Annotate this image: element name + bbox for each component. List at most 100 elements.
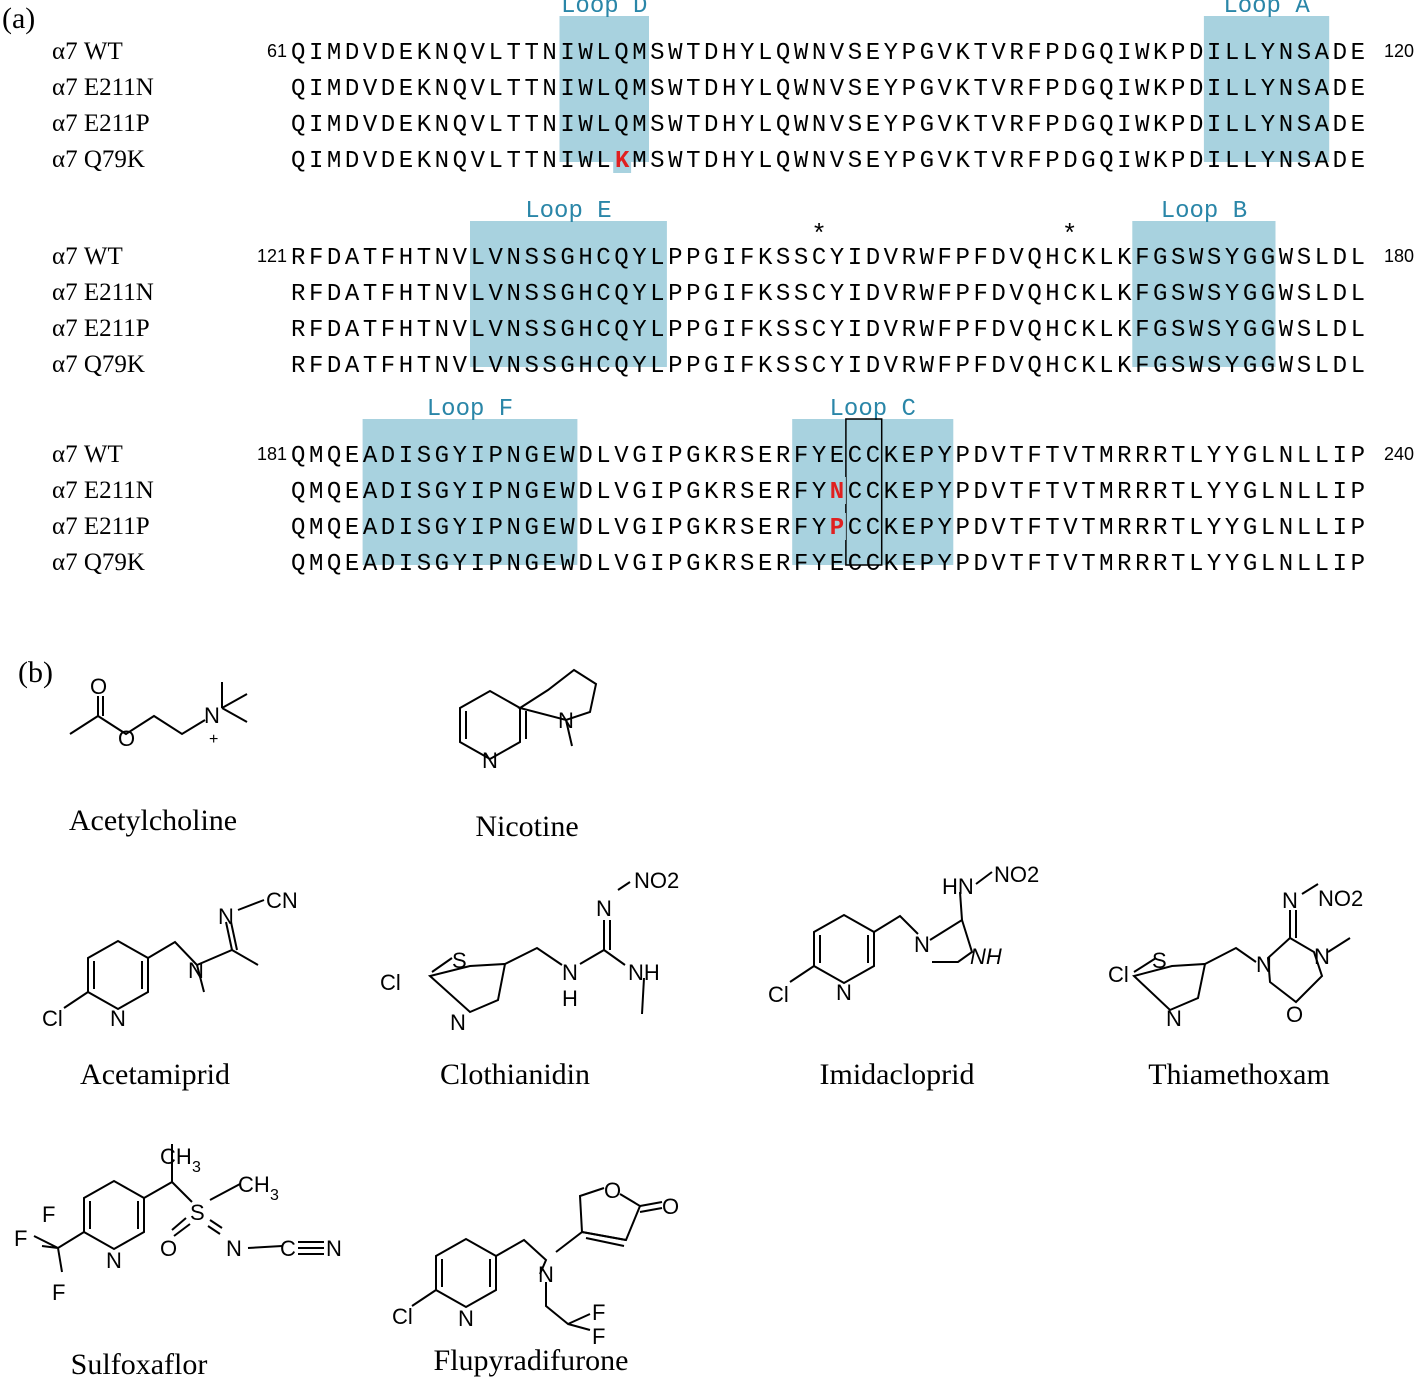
loop-label: Loop A [1223,0,1310,20]
molecule-name-nicotine: Nicotine [475,810,579,843]
atom-label: F [42,1202,55,1227]
clothianidin-structure: Cl S N N H NH N NO2 [380,868,679,1035]
residue-start-number: 121 [257,246,287,266]
atom-label: NO2 [994,862,1039,887]
atom-label: C [280,1236,296,1261]
atom-label: HN [942,874,974,899]
loop-highlight [1203,16,1330,162]
sulfoxaflor-structure: F F F N S O N C N CH 3 CH 3 [14,1144,342,1305]
atom-label: Cl [42,1006,63,1031]
mutation-residue: N [830,479,844,506]
molecule-name-sulfoxaflor: Sulfoxaflor [70,1348,208,1381]
atom-label: N [482,748,498,773]
atom-label: NO2 [1318,886,1363,911]
atom-label: NH [628,960,660,985]
mutation-residue: K [615,148,630,175]
row-label: α7 E211N [52,74,154,101]
atom-label: H [562,986,578,1011]
atom-label: S [452,948,467,973]
atom-label: N [218,904,234,929]
mutation-cover [828,513,846,540]
atom-label: N [326,1236,342,1261]
atom-label: F [14,1226,27,1251]
atom-label: N [188,958,204,983]
atom-label: + [209,731,218,748]
atom-label: Cl [392,1304,413,1329]
loop-highlight [559,16,649,162]
loop-label: Loop D [561,0,647,20]
atom-label: 3 [192,1159,201,1176]
sequence-text: QIMDVDEKNQVLTTNIWLQMSWTDHYLQWNVSEYPGVKTV… [291,76,1365,103]
residue-end-number: 240 [1384,444,1414,464]
loop-highlight [362,419,578,565]
residue-start-number: 61 [267,41,287,61]
atom-label: O [662,1194,679,1219]
row-label: α7 WT [52,243,123,270]
residue-end-number: 120 [1384,41,1414,61]
loop-label: Loop F [427,396,513,423]
row-label: α7 Q79K [52,146,145,173]
mutation-cover [828,477,846,504]
atom-label: Cl [1108,962,1129,987]
acetamiprid-structure: Cl N N N CN [42,888,298,1031]
atom-label: F [52,1280,65,1305]
residue-start-number: 181 [257,444,287,464]
atom-label: NO2 [634,868,679,893]
atom-label: N [458,1306,474,1331]
row-label: α7 E211P [52,315,150,342]
atom-label: O [118,726,135,751]
disulfide-star: * [1062,220,1078,250]
sequence-text: QIMDVDEKNQVLTTNIWLQMSWTDHYLQWNVSEYPGVKTV… [291,40,1365,67]
atom-label: N [914,932,930,957]
atom-label: N [1256,952,1272,977]
row-label: α7 WT [52,441,123,468]
loop-label: Loop B [1161,198,1247,225]
atom-label: CN [266,888,298,913]
nicotine-structure: N N [459,668,598,773]
flupyradifurone-structure: Cl N N O O F F [392,1178,679,1349]
panel-label-b: (b) [18,656,53,689]
atom-label: N [110,1006,126,1031]
atom-label: N [450,1010,466,1035]
molecule-name-thiamethoxam: Thiamethoxam [1148,1058,1330,1091]
atom-label: O [160,1236,177,1261]
atom-label: Cl [380,970,401,995]
row-label: α7 Q79K [52,351,145,378]
mutation-cover [613,146,632,173]
row-label: α7 E211N [52,477,154,504]
chemical-structures: O O N + N N Cl N N N CN [14,668,1363,1349]
atom-label: CH [238,1172,270,1197]
atom-label: N [1314,944,1330,969]
atom-label: Cl [768,982,789,1007]
atom-label: N [538,1262,554,1287]
atom-label: N [204,703,220,728]
atom-label: S [190,1200,205,1225]
atom-label: NH [970,944,1002,969]
atom-label: 3 [270,1187,279,1204]
loop-highlight [470,221,667,367]
molecule-name-imidacloprid: Imidacloprid [819,1058,975,1091]
loop-highlight [792,419,954,565]
row-label: α7 Q79K [52,549,145,576]
molecule-name-clothianidin: Clothianidin [440,1058,590,1091]
row-label: α7 E211P [52,110,150,137]
atom-label: N [596,896,612,921]
atom-label: N [226,1236,242,1261]
atom-label: O [90,674,107,699]
residue-end-number: 180 [1384,246,1414,266]
atom-label: N [836,980,852,1005]
atom-label: N [1166,1006,1182,1031]
atom-label: O [604,1178,621,1203]
sequence-text: QIMDVDEKNQVLTTNIWLKMSWTDHYLQWNVSEYPGVKTV… [291,148,1365,175]
atom-label: S [1152,948,1167,973]
disulfide-star: * [811,220,827,250]
atom-label: CH [160,1144,192,1169]
atom-label: F [592,1300,605,1325]
row-label: α7 WT [52,38,123,65]
molecule-name-flupyradifurone: Flupyradifurone [433,1344,629,1377]
atom-label: F [592,1324,605,1349]
atom-label: N [558,708,574,733]
loop-highlight [1132,221,1276,367]
row-label: α7 E211P [52,513,150,540]
atom-label: N [1282,888,1298,913]
